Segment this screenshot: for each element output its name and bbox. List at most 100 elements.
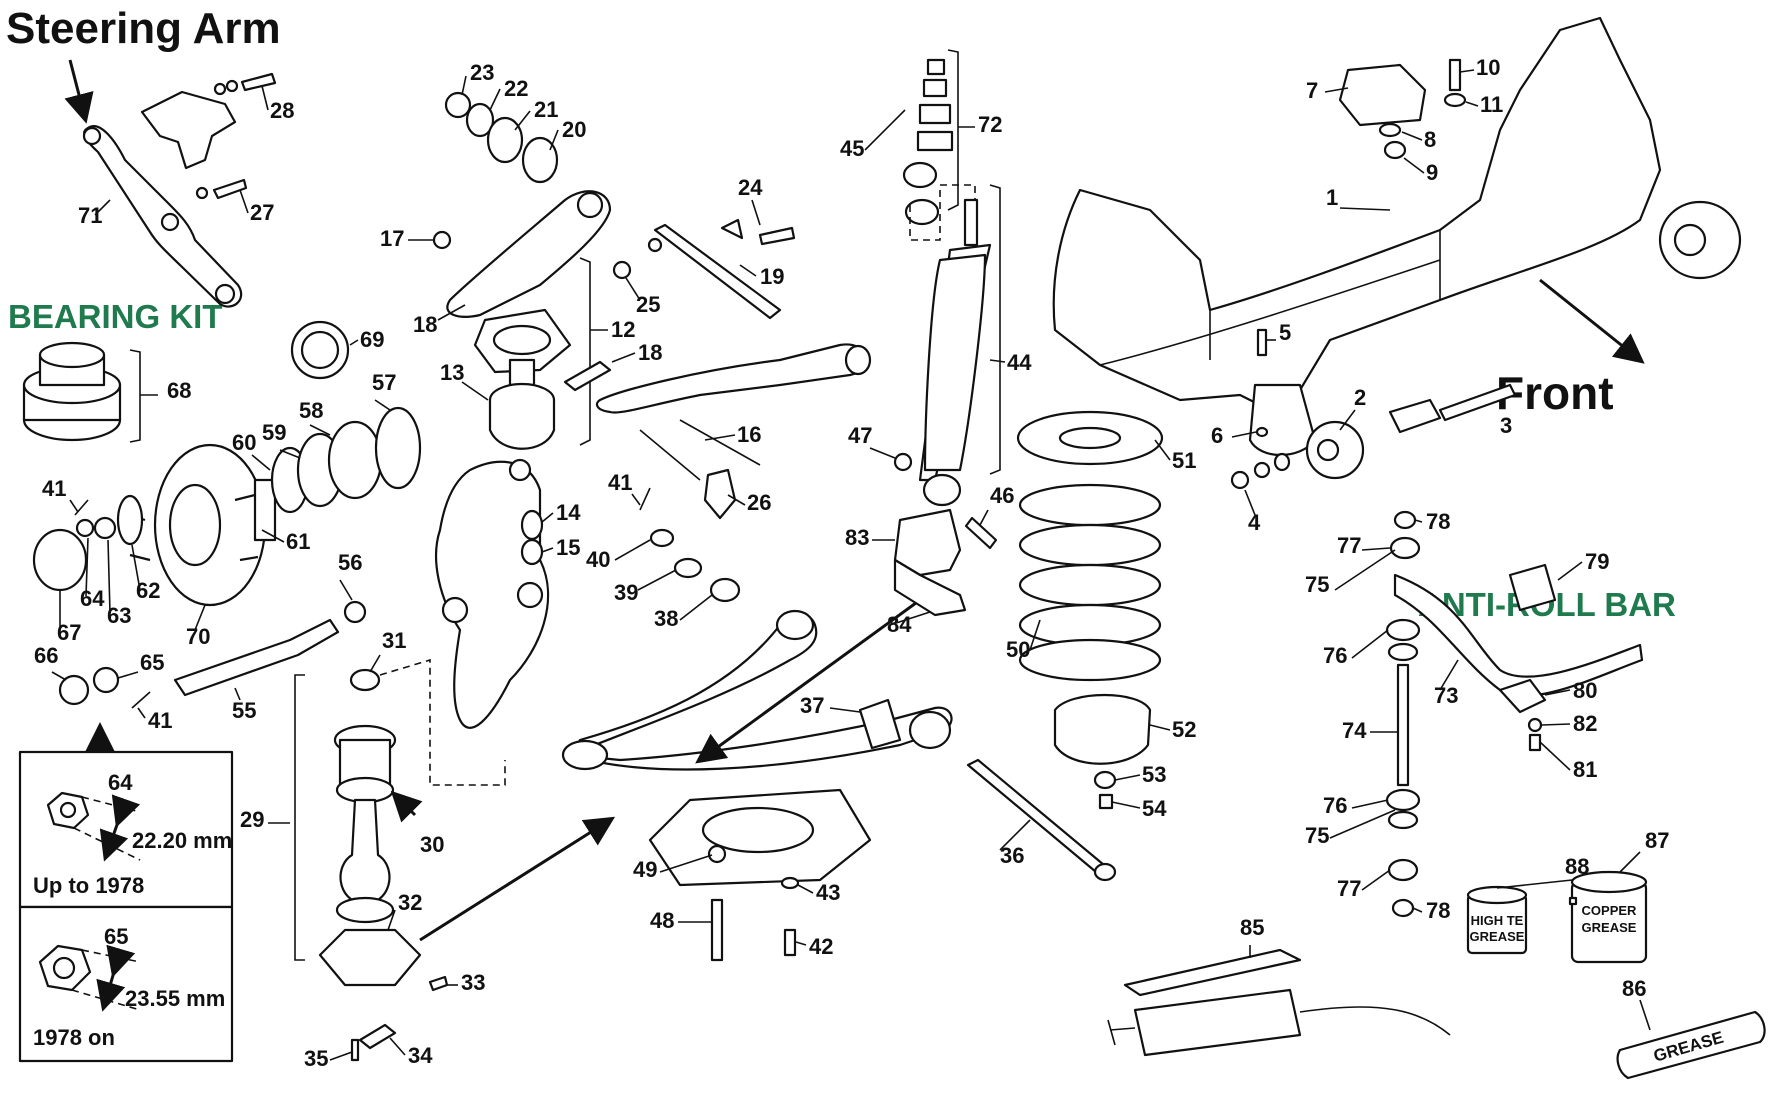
part-number-label: 53	[1142, 762, 1166, 787]
inset-upper-part-number: 64	[108, 770, 133, 795]
inset-upper-measurement: 22.20 mm	[132, 828, 232, 853]
leader-line-part-43	[797, 884, 814, 894]
part-3-bush-sleeve	[1388, 398, 1442, 434]
part-number-label: 30	[420, 832, 444, 857]
part-number-label: 25	[636, 292, 660, 317]
part-1-mount-bore	[1673, 223, 1707, 257]
part-79-clamp-bush	[1508, 563, 1557, 612]
leader-line-part-58	[309, 424, 331, 436]
inset-lower-part-number: 65	[104, 924, 128, 949]
steering-arm-pointer-arrow	[64, 59, 94, 124]
part-80-bracket	[1498, 678, 1547, 714]
part-2-bush-bore	[1316, 438, 1340, 462]
part-45-washer	[902, 161, 938, 189]
part-number-label: 22	[504, 76, 528, 101]
part-53-nut	[1093, 770, 1117, 790]
callout-leader-lines	[51, 69, 1651, 1061]
part-number-label: 80	[1573, 678, 1597, 703]
leader-line-part-14	[541, 512, 554, 523]
part-12-housing-ring	[492, 324, 552, 356]
leader-line-part-36	[999, 819, 1031, 851]
part-number-label: 6	[1211, 423, 1223, 448]
part-number-label: 38	[654, 606, 678, 631]
part-number-label: 5	[1279, 320, 1291, 345]
leader-line-part-84	[889, 611, 931, 626]
leader-line-part-75	[1329, 809, 1396, 839]
part-75-washer-top	[1387, 642, 1419, 662]
part-51-spring-pad-inner	[1058, 426, 1122, 450]
leader-line-part-21	[514, 110, 531, 131]
part-number-label: 36	[1000, 843, 1024, 868]
part-33-grease-nipple	[428, 975, 449, 992]
inset-lower-caption: 1978 on	[33, 1025, 115, 1050]
copper-grease-label-line2: GREASE	[1582, 920, 1637, 935]
part-85-grease-gun-plunger	[1107, 1019, 1136, 1046]
part-number-label: 16	[737, 422, 761, 447]
part-number-label: 4	[1248, 510, 1261, 535]
part-number-label: 37	[800, 693, 824, 718]
part-11-washer	[1443, 92, 1467, 108]
leader-line-part-75	[1334, 549, 1396, 591]
leader-line-part-51	[1154, 439, 1171, 461]
part-5-bolt	[1256, 328, 1268, 357]
ball-joint-group	[173, 600, 616, 1062]
part-47-nut	[893, 452, 913, 472]
part-6-washer	[1255, 426, 1269, 438]
part-number-label: 44	[1007, 350, 1032, 375]
part-number-label: 68	[167, 378, 191, 403]
part-44-shock-eye	[922, 473, 962, 507]
part-number-label: 33	[461, 970, 485, 995]
part-number-label: 63	[107, 603, 131, 628]
part-number-label: 81	[1573, 757, 1597, 782]
part-25-nut	[612, 260, 632, 280]
part-49-nut	[707, 844, 727, 864]
high-temp-grease-label-line1: HIGH TE	[1471, 913, 1524, 928]
part-50-coil-1	[1018, 483, 1162, 527]
part-number-label: 19	[760, 264, 784, 289]
leader-line-part-41	[69, 499, 79, 513]
part-number-label: 9	[1426, 160, 1438, 185]
part-number-label: 77	[1337, 876, 1361, 901]
leader-line-part-45	[864, 109, 906, 151]
part-number-label: 88	[1565, 854, 1589, 879]
part-number-label: 49	[633, 857, 657, 882]
part-85-grease-gun-hose	[1299, 1006, 1451, 1036]
leader-line-part-46	[979, 509, 989, 526]
part-42-bolt	[783, 928, 797, 957]
part-18-link	[563, 360, 612, 392]
leader-line-part-78	[1414, 519, 1423, 523]
hub-and-bearing-group	[22, 320, 422, 709]
part-86-grease-tube	[1616, 1010, 1766, 1080]
part-40-nut	[649, 528, 675, 548]
part-number-label: 73	[1434, 683, 1458, 708]
part-30-pointer	[390, 790, 423, 823]
part-number-label: 39	[614, 580, 638, 605]
part-number-label: 41	[608, 470, 632, 495]
leader-line-part-19	[739, 264, 757, 277]
leader-line-part-20	[549, 129, 559, 151]
part-number-label: 78	[1426, 509, 1450, 534]
part-71-steering-arm	[83, 125, 243, 308]
knuckle-upper-eye	[508, 458, 532, 482]
shock-absorber-group	[893, 49, 1001, 617]
inset-castle-nut-bore	[59, 801, 77, 819]
upper-arm-and-knuckle-group	[432, 91, 612, 729]
leader-line-part-77	[1361, 547, 1391, 551]
leader-line-part-18	[437, 304, 466, 321]
part-number-label: 34	[408, 1043, 433, 1068]
part-76-bush-top	[1385, 618, 1421, 642]
lower-wishbone-group	[561, 598, 953, 962]
part-number-label: 41	[148, 708, 172, 733]
part-58-bearing	[327, 420, 383, 500]
crossmember-group	[1052, 16, 1742, 490]
part-22-washer	[465, 102, 495, 138]
part-23-bush	[444, 91, 472, 119]
part-30-gaiter-bottom	[335, 776, 395, 804]
bearing-kit-heading: BEARING KIT	[8, 298, 223, 335]
part-1-crossmember-detail	[1099, 230, 1441, 366]
part-18-upper-arm	[446, 190, 612, 318]
anti-roll-bar-group	[1385, 510, 1644, 918]
part-50-coil-3	[1018, 563, 1162, 607]
leader-line-part-55	[234, 687, 241, 701]
